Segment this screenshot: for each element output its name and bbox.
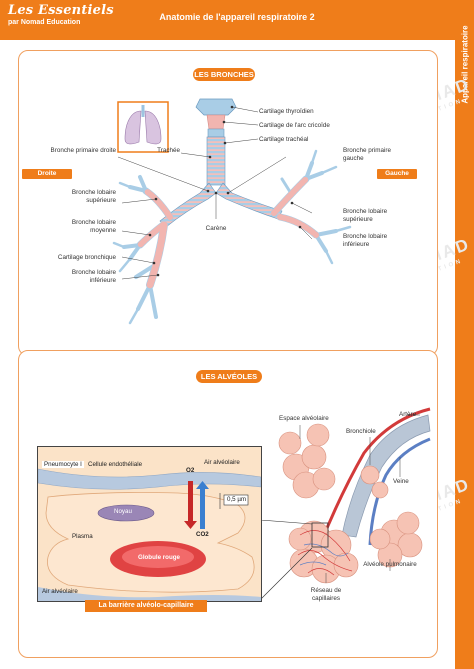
side-tab: Appareil respiratoire bbox=[455, 0, 474, 669]
bronchial-tree-illustration bbox=[112, 98, 352, 325]
label-pneumocyte: Pneumocyte I bbox=[42, 461, 84, 468]
label-cartilage-bronchique: Cartilage bronchique bbox=[57, 254, 116, 261]
label-globule-rouge: Globule rouge bbox=[138, 554, 180, 561]
page-title: Anatomie de l'appareil respiratoire 2 bbox=[159, 12, 315, 22]
lungs-thumbnail-icon bbox=[117, 101, 169, 153]
alveoli-illustration bbox=[278, 407, 431, 584]
label-cartilage-cricoide: Cartilage de l'arc cricoïde bbox=[259, 122, 330, 129]
alveoles-title: LES ALVÉOLES bbox=[196, 370, 262, 383]
label-bronche-lobaire-moyenne: Bronche lobaire moyenne bbox=[71, 219, 116, 234]
label-cartilage-tracheal: Cartilage trachéal bbox=[259, 136, 309, 143]
alveolo-capillary-barrier-inset: Pneumocyte I Cellule endothéliale Noyau … bbox=[37, 446, 262, 602]
label-thickness: 0,5 µm bbox=[227, 496, 247, 503]
side-badge-gauche: Gauche bbox=[377, 169, 417, 179]
label-bronche-primaire-gauche: Bronche primaire gauche bbox=[343, 147, 391, 162]
label-air-alveolaire-top: Air alvéolaire bbox=[204, 459, 240, 466]
label-bronchiole: Bronchiole bbox=[346, 428, 376, 435]
bronches-title: LES BRONCHES bbox=[193, 68, 255, 81]
label-trachee: Trachée bbox=[157, 147, 180, 154]
label-bronche-primaire-droite: Bronche primaire droite bbox=[50, 147, 116, 154]
inset-caption: La barrière alvéolo-capillaire bbox=[85, 600, 207, 612]
brand-title: Les Essentiels bbox=[8, 3, 114, 18]
label-bronche-lobaire-inferieure-droite: Bronche lobaire inférieure bbox=[71, 269, 116, 284]
label-espace-alveolaire: Espace alvéolaire bbox=[279, 415, 329, 422]
brand-subtitle: par Nomad Education bbox=[8, 19, 81, 26]
label-bronche-lobaire-superieure-gauche: Bronche lobaire supérieure bbox=[343, 208, 388, 223]
barrier-illustration bbox=[38, 447, 261, 601]
label-air-alveolaire-bottom: Air alvéolaire bbox=[42, 588, 78, 595]
label-noyau: Noyau bbox=[114, 508, 132, 515]
label-bronche-lobaire-superieure-droite: Bronche lobaire supérieure bbox=[71, 189, 116, 204]
label-cartilage-thyroidien: Cartilage thyroïdien bbox=[259, 108, 314, 115]
label-alveole-pulmonaire: Alvéole pulmonaire bbox=[363, 561, 417, 568]
label-artere: Artère bbox=[399, 411, 417, 418]
label-co2: CO2 bbox=[196, 531, 209, 538]
label-plasma: Plasma bbox=[72, 533, 93, 540]
label-bronche-lobaire-inferieure-gauche: Bronche lobaire inférieure bbox=[343, 233, 388, 248]
side-badge-droite: Droite bbox=[22, 169, 72, 179]
zoom-connector bbox=[259, 520, 313, 601]
label-o2: O2 bbox=[186, 467, 195, 474]
label-cellule-endotheliale: Cellule endothéliale bbox=[88, 461, 143, 468]
label-reseau-capillaires: Réseau de capillaires bbox=[310, 587, 342, 602]
label-carene: Carène bbox=[205, 225, 227, 232]
header-bar: Les Essentiels par Nomad Education Anato… bbox=[0, 0, 474, 40]
label-veine: Veine bbox=[393, 478, 409, 485]
